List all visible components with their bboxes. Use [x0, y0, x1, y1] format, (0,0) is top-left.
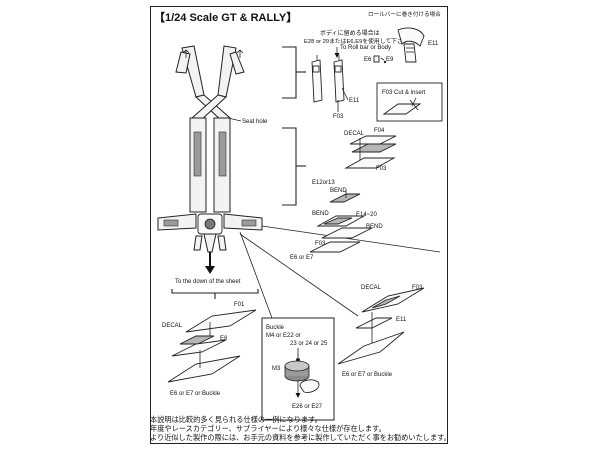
e14-20-label: E14~20: [356, 212, 378, 218]
e6-e7-buckle-label-b: E6 or E7 or Buckle: [342, 372, 393, 378]
e8-label: E8: [220, 336, 228, 342]
e6-e7-buckle-label-a: E6 or E7 or Buckle: [170, 391, 221, 397]
harness-illustration: [157, 45, 263, 253]
note-line-1: 本説明は比較的多く見られる仕様の一例になります。: [150, 415, 322, 424]
page-title: 【1/24 Scale GT & RALLY】: [154, 11, 297, 24]
buckle-parts-1: M4 or E22 or: [266, 333, 301, 339]
e11-label-a: E11: [349, 98, 360, 104]
f03-label-c: F03: [315, 241, 326, 247]
f01-label: F01: [234, 302, 245, 308]
e11-label-b: E11: [428, 41, 439, 47]
e6-label-a: E6: [364, 57, 372, 63]
decal-label-c: DECAL: [162, 323, 183, 329]
decal-label-b: DECAL: [361, 285, 382, 291]
body-mount-jp: ボディに留める場合は: [320, 29, 380, 37]
e6-e7-label-a: E6 or E7: [290, 255, 314, 261]
f03-cut-label: F03 Cut & insert: [382, 90, 426, 96]
rollbar-wrap-illustration: [397, 27, 425, 63]
buckle-disc-illustration: [284, 360, 310, 382]
note-line-2: 年度やレースカテゴリー、サプライヤーにより様々な仕様が存在します。: [150, 424, 386, 433]
f04-label: F04: [374, 128, 385, 134]
f03-cut-box: [376, 82, 443, 122]
bend-label-b: BEND: [312, 211, 329, 217]
note-line-3: より近似した製作の際には、お手元の資料を参考に製作していただく事をお勧めいたしま…: [150, 433, 451, 442]
seat-hole-label: Seat hole: [242, 119, 268, 125]
belt-ends-illustration: [311, 55, 345, 103]
e12or13-label: E12or13: [312, 180, 335, 186]
bend-label-a: BEND: [330, 188, 347, 194]
to-roll-bar-label: To Roll bar or Body: [340, 45, 391, 51]
bend-label-c: BEND: [366, 224, 383, 230]
e9-label-a: E9: [386, 57, 394, 63]
rollbar-note-jp: ロールバーに巻き付ける場合: [368, 10, 441, 18]
decal-label-a: DECAL: [344, 131, 365, 137]
f03-label-d: F03: [412, 285, 423, 291]
f03-label-a: F03: [333, 114, 344, 120]
buckle-parts-2: 23 or 24 or 25: [290, 341, 328, 347]
to-down-label: To the down of the sheet: [175, 279, 241, 285]
f03-label-b: F03: [376, 166, 387, 172]
e26-e27-label: E26 or E27: [292, 404, 323, 410]
down-arrow-icon: [205, 252, 215, 274]
body-mount-jp-2: E28 or 29またはE6,E9を使用して下さい: [304, 37, 409, 45]
e11-label-c: E11: [396, 317, 407, 323]
m3-label: M3: [272, 366, 281, 372]
buckle-label: Buckle: [266, 325, 285, 331]
